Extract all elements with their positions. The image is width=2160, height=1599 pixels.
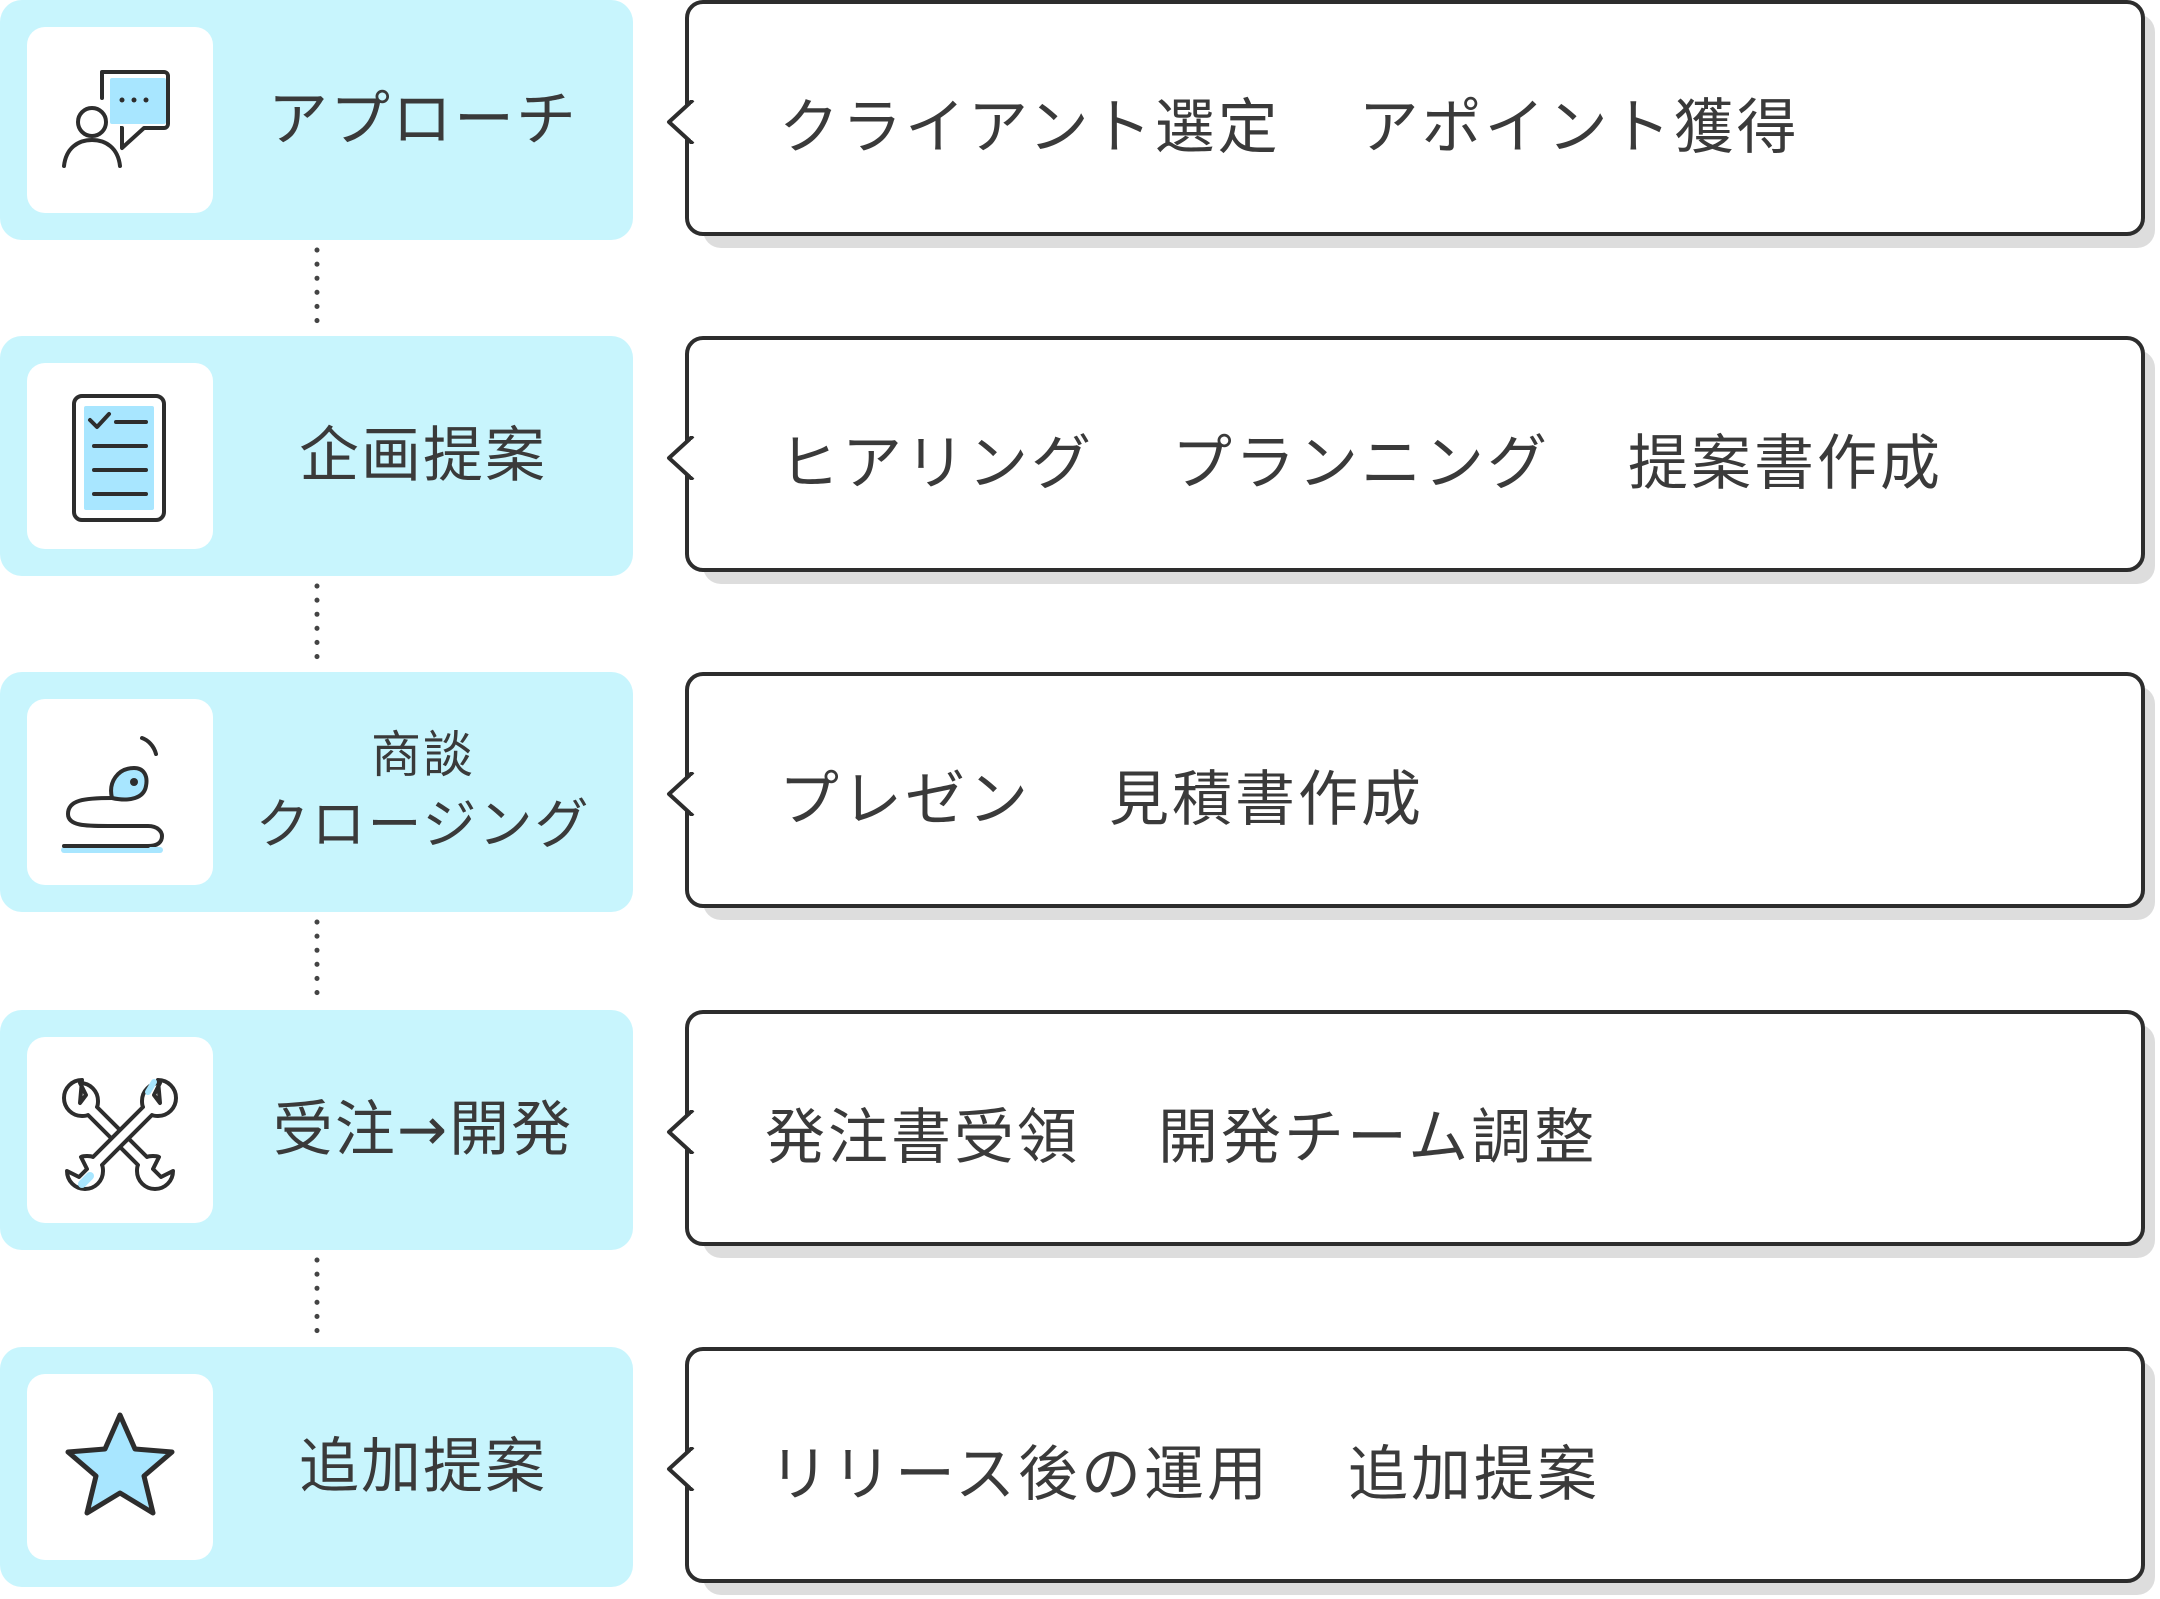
phase-label-line: 商談 <box>371 725 475 784</box>
phase-box: 追加提案 <box>0 1347 633 1587</box>
icon-tile <box>27 1037 213 1223</box>
detail-callout: プレゼン 見積書作成 <box>667 672 2155 920</box>
callout-pointer <box>667 436 701 480</box>
detail-callout: クライアント選定 アポイント獲得 <box>667 0 2155 248</box>
detail-items: クライアント選定 アポイント獲得 <box>779 4 1800 240</box>
speech-bubble-person-icon <box>62 70 170 168</box>
dotted-connector <box>314 576 320 672</box>
detail-item: クライアント選定 <box>779 92 1281 163</box>
step-negotiation-closing: 商談 クロージング プレゼン 見積書作成 <box>0 672 2160 920</box>
detail-items: 発注書受領 開発チーム調整 <box>765 1014 1597 1250</box>
step-order-development: 受注→開発 発注書受領 開発チーム調整 <box>0 1010 2160 1258</box>
detail-item: プレゼン <box>779 764 1031 835</box>
star-icon <box>65 1412 175 1516</box>
wrench-tools-icon <box>62 1078 178 1191</box>
callout-pointer <box>667 1110 701 1154</box>
phase-box: 商談 クロージング <box>0 672 633 912</box>
detail-item: ヒアリング <box>779 428 1094 499</box>
icon-tile <box>27 27 213 213</box>
phase-label: 企画提案 <box>213 336 633 576</box>
detail-callout: 発注書受領 開発チーム調整 <box>667 1010 2155 1258</box>
dotted-connector <box>314 1250 320 1346</box>
detail-item: プランニング <box>1172 428 1550 499</box>
detail-callout: ヒアリング プランニング 提案書作成 <box>667 336 2155 584</box>
callout-box: 発注書受領 開発チーム調整 <box>667 1010 2145 1246</box>
phase-box: 受注→開発 <box>0 1010 633 1250</box>
step-additional-proposal: 追加提案 リリース後の運用 追加提案 <box>0 1347 2160 1595</box>
icon-tile <box>27 699 213 885</box>
phase-label: 追加提案 <box>213 1347 633 1587</box>
detail-items: ヒアリング プランニング 提案書作成 <box>779 340 1943 576</box>
phase-label-text: 追加提案 <box>299 1432 547 1502</box>
dotted-connector <box>314 240 320 336</box>
icon-tile <box>27 363 213 549</box>
detail-callout: リリース後の運用 追加提案 <box>667 1347 2155 1595</box>
step-approach: アプローチ クライアント選定 アポイント獲得 <box>0 0 2160 248</box>
phase-label-line: クロージング <box>255 793 591 857</box>
detail-items: リリース後の運用 追加提案 <box>769 1351 1600 1587</box>
detail-item: 提案書作成 <box>1628 428 1943 499</box>
phase-box: アプローチ <box>0 0 633 240</box>
callout-pointer <box>667 100 701 144</box>
callout-box: リリース後の運用 追加提案 <box>667 1347 2145 1583</box>
detail-item: 発注書受領 <box>765 1102 1080 1173</box>
phase-label: 受注→開発 <box>213 1010 633 1250</box>
callout-box: クライアント選定 アポイント獲得 <box>667 0 2145 236</box>
icon-tile <box>27 1374 213 1560</box>
detail-item: リリース後の運用 <box>769 1439 1270 1510</box>
phase-label-text: アプローチ <box>268 85 578 155</box>
detail-item: アポイント獲得 <box>1358 92 1800 163</box>
detail-items: プレゼン 見積書作成 <box>779 676 1424 912</box>
detail-item: 追加提案 <box>1348 1439 1600 1510</box>
phase-label: 商談 クロージング <box>213 672 633 912</box>
phase-label: アプローチ <box>213 0 633 240</box>
checklist-document-icon <box>72 394 166 522</box>
fishing-hook-icon <box>61 736 165 853</box>
callout-box: プレゼン 見積書作成 <box>667 672 2145 908</box>
step-planning-proposal: 企画提案 ヒアリング プランニング 提案書作成 <box>0 336 2160 584</box>
detail-item: 開発チーム調整 <box>1158 1102 1598 1173</box>
dotted-connector <box>314 912 320 1008</box>
detail-item: 見積書作成 <box>1109 764 1424 835</box>
phase-box: 企画提案 <box>0 336 633 576</box>
callout-pointer <box>667 772 701 816</box>
callout-box: ヒアリング プランニング 提案書作成 <box>667 336 2145 572</box>
callout-pointer <box>667 1447 701 1491</box>
phase-label-text: 受注→開発 <box>272 1095 574 1165</box>
phase-label-text: 企画提案 <box>299 421 547 491</box>
